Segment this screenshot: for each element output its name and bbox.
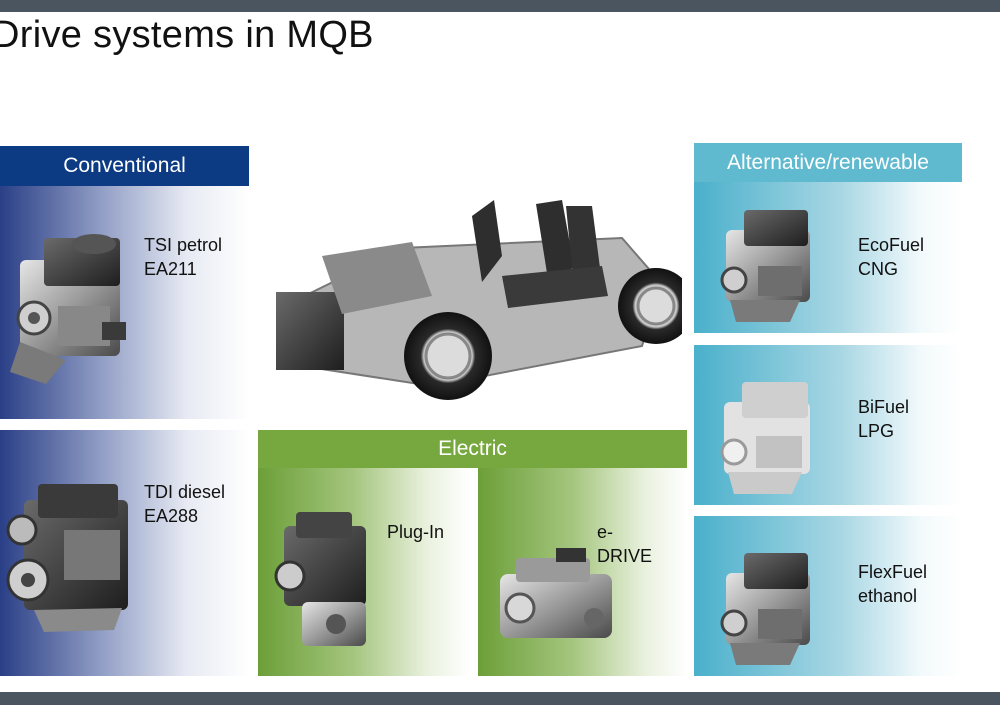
ecofuel-engine-image [720,210,810,322]
flexfuel-name: FlexFuel [858,562,928,582]
electric-header: Electric [258,430,687,468]
plug-in-label: Plug-In [387,520,444,544]
flexfuel-fuel: ethanol [858,586,918,606]
tdi-diesel-label: TDI diesel EA288 [144,480,225,528]
tdi-diesel-name: TDI diesel [144,482,226,502]
tsi-petrol-code: EA211 [144,259,197,279]
ecofuel-label: EcoFuel CNG [858,233,924,281]
tsi-petrol-label: TSI petrol EA211 [144,233,222,281]
bottom-frame-bar [0,692,1000,705]
tdi-diesel-code: EA288 [144,506,199,526]
e-drive-name-part2: DRIVE [597,546,653,566]
tsi-engine-image [10,234,126,384]
bifuel-label: BiFuel LPG [858,395,909,443]
conventional-header: Conventional [0,146,249,186]
plug-in-name: Plug-In [387,522,445,542]
tdi-engine-image [6,484,128,632]
e-drive-motor-image [500,548,612,638]
top-frame-bar [0,0,1000,12]
bifuel-name: BiFuel [858,397,910,417]
tsi-petrol-name: TSI petrol [144,235,223,255]
e-drive-name-part1: e- [597,522,614,542]
bifuel-fuel: LPG [858,421,895,441]
plug-in-drive-image [274,512,366,646]
mqb-chassis-image [276,200,682,400]
bifuel-engine-image [720,382,810,494]
flexfuel-label: FlexFuel ethanol [858,560,927,608]
e-drive-label: e- DRIVE [597,520,652,568]
ecofuel-name: EcoFuel [858,235,925,255]
slide-title: Drive systems in MQB [0,14,374,56]
alternative-header: Alternative/renewable [694,143,962,182]
flexfuel-engine-image [720,553,810,665]
ecofuel-fuel: CNG [858,259,898,279]
